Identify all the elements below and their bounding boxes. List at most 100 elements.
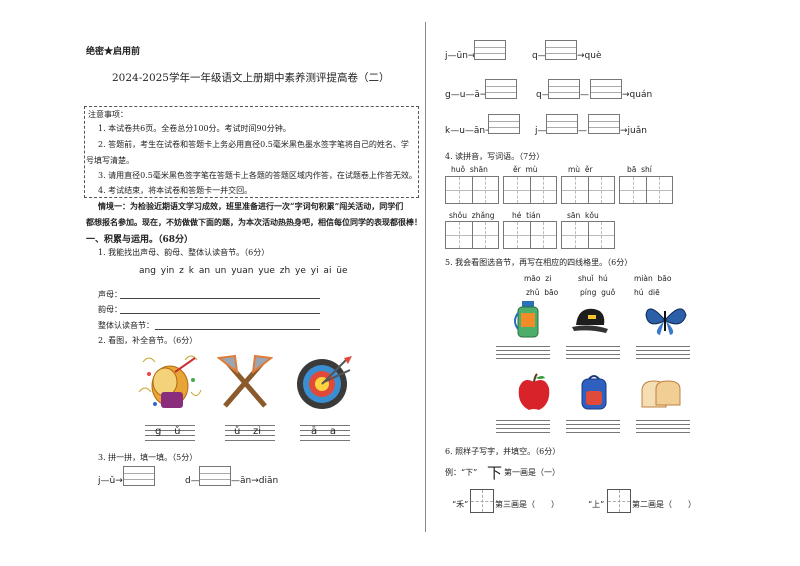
spelling-left: j— (535, 126, 547, 136)
word-writing-box[interactable] (445, 221, 499, 249)
question-prompt: 3. 拼一拼，填一填。（5分） (98, 453, 198, 462)
butterfly-icon (645, 308, 687, 335)
notice-item: 2. 答题前，考生在试卷和答题卡上务必用直径0.5毫米黑色墨水签字笔将自己的姓名… (98, 140, 409, 149)
syllable-option: shuǐ hú (578, 274, 608, 283)
four-line-grid[interactable] (496, 420, 550, 433)
answer-box[interactable] (123, 466, 155, 486)
syllable-text: ǔ zi (234, 426, 262, 437)
page-divider (425, 22, 426, 532)
dash: — (580, 90, 589, 100)
answer-box[interactable] (474, 40, 506, 60)
four-line-grid[interactable] (300, 425, 350, 441)
char-label: “禾” (452, 500, 469, 509)
answer-box[interactable] (588, 114, 620, 134)
apple-icon (518, 373, 550, 410)
spelling-right: →què (577, 51, 602, 61)
four-line-grid[interactable] (566, 420, 620, 433)
four-line-grid[interactable] (636, 346, 690, 359)
notice-item: 3. 请用直径0.5毫米黑色签字笔在答题卡上各题的答题区域内作答，在试题卷上作答… (98, 171, 417, 180)
stroke-question: 第二画是（ ） (632, 500, 696, 509)
char-label: “上” (588, 500, 605, 509)
word-writing-box[interactable] (561, 221, 615, 249)
crossed-axes-icon (217, 354, 273, 408)
notice-item: 号填写清楚。 (86, 156, 134, 165)
word-writing-box[interactable] (445, 176, 499, 204)
pinyin-word: mù ěr (568, 165, 593, 174)
word-writing-box[interactable] (561, 176, 615, 204)
syllable-option: māo zi (524, 274, 552, 283)
tian-grid[interactable] (470, 489, 494, 513)
backpack-icon (581, 375, 607, 410)
bread-icon (641, 380, 681, 408)
spelling-right: →quán (622, 90, 653, 100)
pinyin-letters: ang yin z k an un yuan yue zh ye yi ai ü… (139, 266, 348, 276)
answer-box[interactable] (545, 40, 577, 60)
four-line-grid[interactable] (225, 425, 275, 441)
spelling-left: k—u—ān→ (445, 126, 493, 136)
water-bottle-icon (514, 301, 539, 338)
notice-item: 4. 考试结束，将本试卷和答题卡一并交回。 (98, 186, 253, 195)
notice-heading: 注意事项： (88, 110, 128, 119)
notice-item: 1. 本试卷共6页。全卷总分100分。考试时间90分钟。 (98, 124, 291, 133)
spelling-left: j—ǔ→ (98, 476, 123, 486)
answer-line[interactable] (120, 298, 320, 299)
answer-line[interactable] (120, 313, 320, 314)
drum-icon (138, 355, 202, 408)
pinyin-word: huǒ shān (451, 165, 488, 174)
spelling-left: j—ūn→ (445, 51, 476, 61)
pinyin-word: sān kǒu (567, 211, 599, 220)
word-writing-box[interactable] (619, 176, 673, 204)
syllable-option: miàn bāo (634, 274, 672, 283)
spelling-left: q— (532, 51, 547, 61)
answer-box[interactable] (485, 79, 517, 99)
secret-label: 绝密★启用前 (86, 47, 141, 57)
question-prompt: 1. 我能找出声母、韵母、整体认读音节。（6分） (98, 248, 270, 257)
answer-box[interactable] (546, 114, 578, 134)
pinyin-word: ěr mù (513, 165, 538, 174)
pinyin-word: bā shí (627, 165, 652, 174)
syllable-text: g ǔ (155, 426, 181, 437)
answer-box[interactable] (488, 114, 520, 134)
question-prompt: 5. 我会看图选音节，再写在相应的四线格里。（6分） (445, 258, 633, 267)
answer-label: 韵母： (98, 305, 122, 314)
dash: — (578, 126, 587, 136)
answer-label: 声母： (98, 290, 122, 299)
four-line-grid[interactable] (496, 346, 550, 359)
syllable-option: hú diē (634, 288, 660, 297)
pinyin-word: shǒu zhǎng (449, 211, 495, 220)
notice-box (84, 106, 419, 198)
spelling-right: —ān→diān (231, 476, 279, 486)
example-char: 下 (487, 464, 503, 482)
intro-line: 情境一：为检验近期语文学习成效，班里准备进行一次“字词句积累”闯关活动，同学们 (98, 201, 404, 211)
example-suffix: 第一画是（一） (504, 468, 560, 477)
target-icon (297, 356, 352, 409)
answer-line[interactable] (155, 329, 320, 330)
spelling-left: d— (185, 476, 200, 486)
four-line-grid[interactable] (566, 346, 620, 359)
exam-title: 2024-2025学年一年级语文上册期中素养测评提高卷（二） (112, 72, 390, 84)
word-writing-box[interactable] (503, 221, 557, 249)
example-prefix: 例：“下” (445, 468, 478, 477)
question-prompt: 6. 照样子写字，并填空。（6分） (445, 447, 561, 456)
question-prompt: 4. 读拼音，写词语。（7分） (445, 152, 545, 161)
spelling-left: q— (536, 90, 551, 100)
question-prompt: 2. 看图，补全音节。（6分） (98, 336, 198, 345)
answer-box[interactable] (199, 466, 231, 486)
answer-box[interactable] (548, 79, 580, 99)
answer-label: 整体认读音节： (98, 321, 154, 330)
section-title: 一、积累与运用。（68分） (86, 235, 194, 245)
cap-icon (572, 308, 608, 333)
pinyin-word: hé tián (512, 211, 541, 220)
syllable-option: píng guǒ (580, 288, 616, 297)
four-line-grid[interactable] (636, 420, 690, 433)
four-line-grid[interactable] (145, 425, 195, 441)
stroke-question: 第三画是（ ） (495, 500, 559, 509)
spelling-right: →juǎn (620, 126, 647, 136)
syllable-text: ā a (311, 426, 336, 437)
answer-box[interactable] (590, 79, 622, 99)
tian-grid[interactable] (607, 489, 631, 513)
intro-line: 都想报名参加。现在，不妨做做下面的题，为本次活动热热身吧，相信每位同学的表现都很… (86, 217, 422, 227)
spelling-left: g—u—ā→ (445, 90, 488, 100)
syllable-option: zhǔ bāo (526, 288, 559, 297)
word-writing-box[interactable] (503, 176, 557, 204)
